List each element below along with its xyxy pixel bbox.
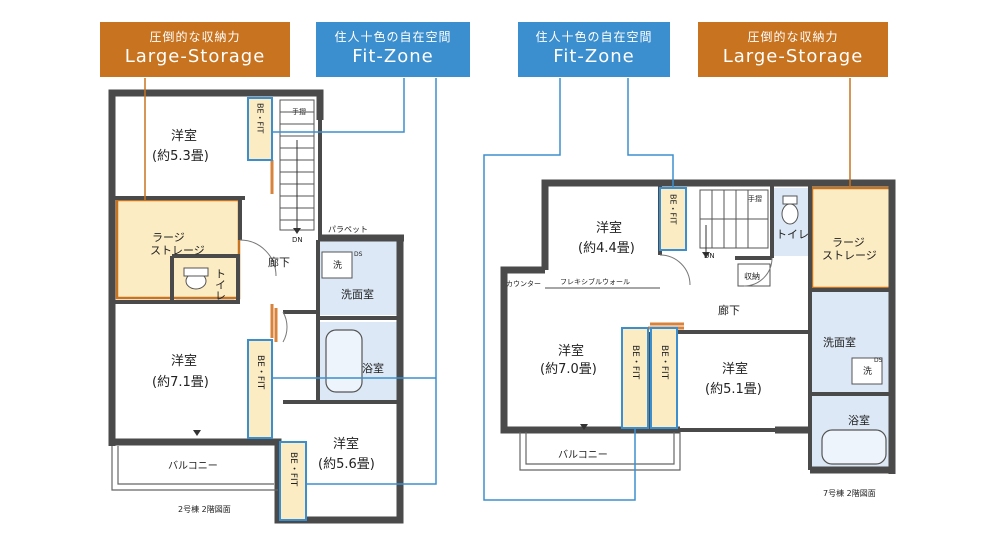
right-room-n-name: 洋室 — [596, 220, 622, 236]
right-bathtub — [821, 429, 887, 465]
right-closet-box — [737, 263, 771, 287]
left-wash-basin — [321, 251, 353, 279]
right-befit-right-text: BE・FIT — [659, 345, 669, 380]
left-fit-subtitle: 住人十色の自在空間 — [334, 30, 452, 44]
right-counter-name: カウンター — [506, 279, 541, 288]
right-wash-basin — [851, 357, 883, 385]
right-storage-subtitle: 圧倒的な収納力 — [747, 30, 839, 44]
right-storage-name: ラージ — [832, 236, 865, 249]
right-befit-left-text: BE・FIT — [630, 345, 640, 380]
left-fit-title: Fit-Zone — [352, 46, 434, 67]
right-room-w-name: 洋室 — [558, 343, 584, 359]
left-befit-bottom-text: BE・FIT — [288, 452, 298, 487]
right-outer-wall-west — [500, 266, 650, 434]
left-large-storage-label: 圧倒的な収納力 Large-Storage — [100, 22, 290, 77]
left-befit-boxes — [247, 97, 307, 521]
left-room-se-size: (約5.6畳) — [318, 457, 375, 472]
right-corridor-name: 廊下 — [718, 303, 740, 317]
right-befit-left — [621, 327, 649, 429]
left-parapet-name: パラペット — [328, 225, 368, 234]
left-storage-name: ラージ — [152, 231, 185, 244]
left-fit-zone-label: 住人十色の自在空間 Fit-Zone — [316, 22, 470, 77]
right-entry-arrow — [580, 424, 588, 430]
left-stair — [279, 99, 315, 234]
left-befit-mid-text: BE・FIT — [255, 355, 265, 390]
left-handrail-name: 手摺 — [292, 107, 306, 116]
left-balcony-name: バルコニー — [168, 460, 218, 472]
right-storage-title: Large-Storage — [722, 46, 864, 67]
left-dn-mark: DN — [292, 236, 303, 244]
left-fit-connector-a — [272, 78, 405, 133]
right-closet-name: 収納 — [744, 271, 760, 281]
right-room-e-name: 洋室 — [722, 361, 748, 377]
left-outer-wall-north — [108, 89, 324, 120]
left-large-storage-fill — [115, 198, 241, 300]
right-fit-subtitle: 住人十色の自在空間 — [535, 30, 653, 44]
left-storage-subtitle: 圧倒的な収納力 — [149, 30, 241, 44]
left-fit-connector-b — [306, 78, 437, 485]
left-befit-top-text: BE・FIT — [256, 103, 265, 134]
right-handrail-name: 手摺 — [748, 194, 762, 203]
right-fit-zone-label: 住人十色の自在空間 Fit-Zone — [518, 22, 670, 77]
right-room-w-size: (約7.0畳) — [540, 362, 597, 377]
right-wash-mark: 洗 — [863, 365, 872, 377]
right-room-n-size: (約4.4畳) — [578, 241, 635, 256]
right-washroom-name: 洗面室 — [823, 335, 856, 349]
left-ds-mark: DS — [354, 251, 363, 258]
left-caption: 2号棟 2階図面 — [178, 504, 231, 514]
right-bath-name: 浴室 — [848, 413, 870, 427]
left-bath-name: 浴室 — [362, 361, 384, 375]
right-balcony — [519, 432, 681, 471]
left-storage-name-2: ストレージ — [150, 244, 205, 257]
right-befit-boxes — [621, 187, 687, 429]
left-corridor-name: 廊下 — [268, 255, 290, 269]
right-flex-wall-name: フレキシブルウォール — [560, 277, 630, 286]
right-floor-plan: BE・FIT BE・FIT BE・FIT 洋室 (約4.4畳) トイレ ラージ … — [483, 78, 896, 501]
right-fit-connector-a — [627, 78, 674, 188]
left-toilet-name: トイレ — [214, 268, 227, 301]
left-wash-mark: 洗 — [333, 259, 342, 271]
left-storage-title: Large-Storage — [124, 46, 266, 67]
left-washroom-name: 洗面室 — [341, 287, 374, 301]
left-room-se-name: 洋室 — [333, 436, 359, 452]
right-large-storage-label: 圧倒的な収納力 Large-Storage — [698, 22, 888, 77]
left-entry-arrow — [193, 430, 201, 436]
left-befit-mid — [247, 339, 273, 439]
left-befit-bottom — [279, 441, 307, 521]
right-dn-mark: DN — [704, 252, 715, 260]
right-outer-wall-north — [541, 179, 896, 474]
left-bathtub — [325, 329, 363, 393]
right-caption: 7号棟 2階図面 — [823, 488, 876, 498]
left-room-nw-size: (約5.3畳) — [152, 149, 209, 164]
right-storage-name-2: ストレージ — [822, 249, 877, 262]
right-befit-right — [650, 327, 678, 429]
right-toilet-name: トイレ — [776, 228, 809, 241]
right-balcony-name: バルコニー — [558, 449, 608, 461]
right-befit-top — [659, 187, 687, 251]
left-floor-plan: BE・FIT BE・FIT BE・FIT 洋室 (約5.3畳) ラージ ストレー… — [108, 78, 437, 524]
right-toilet-fixture — [781, 203, 799, 225]
left-balcony — [111, 446, 278, 491]
left-room-nw-name: 洋室 — [171, 128, 197, 144]
right-stair — [699, 189, 769, 258]
right-fit-connector-b — [483, 78, 636, 501]
left-room-sw-size: (約7.1畳) — [152, 375, 209, 390]
right-room-e-size: (約5.1畳) — [705, 382, 762, 397]
left-befit-top — [247, 97, 273, 161]
right-ds-mark: DS — [874, 357, 883, 364]
right-fit-title: Fit-Zone — [553, 46, 635, 67]
left-room-sw-name: 洋室 — [171, 353, 197, 369]
right-befit-top-text: BE・FIT — [669, 194, 678, 225]
